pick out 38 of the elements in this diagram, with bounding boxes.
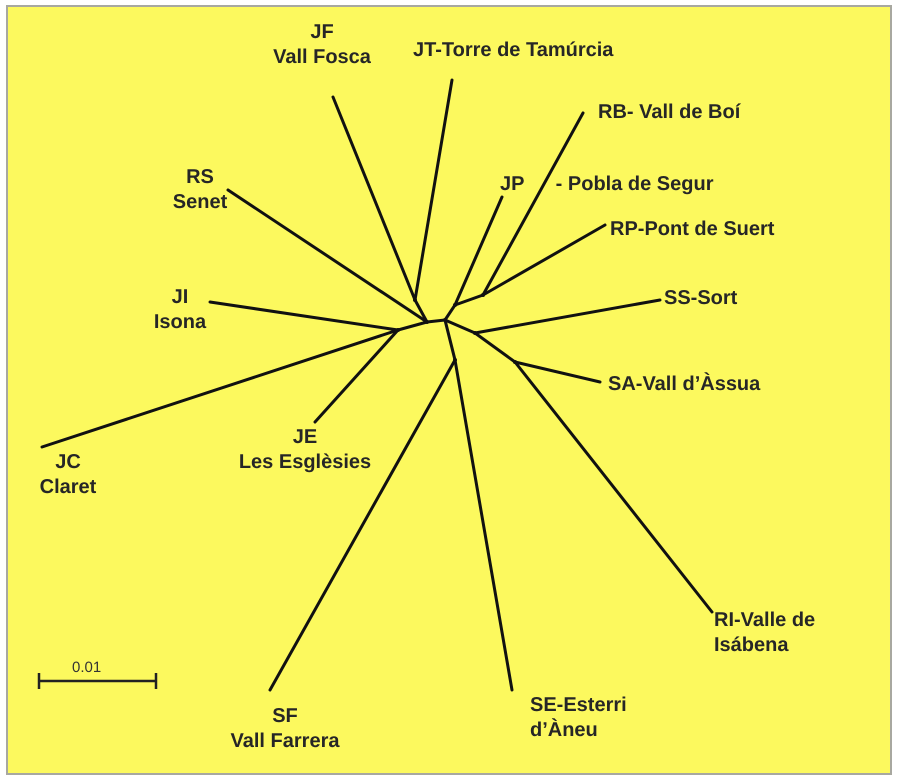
taxon-label: SS-Sort [664, 286, 738, 311]
tree-branch [268, 358, 456, 692]
taxon-label: JP - Pobla de Segur [500, 172, 714, 197]
taxon-label: JF Vall Fosca [272, 20, 372, 70]
tree-branch [208, 300, 400, 332]
taxon-label: SA-Vall d’Àssua [608, 372, 760, 397]
tree-branch [444, 304, 456, 322]
taxon-label: SE-Esterri d’Àneu [530, 693, 627, 743]
taxon-label: RP-Pont de Suert [610, 217, 774, 242]
taxon-label: JC Claret [28, 450, 108, 500]
tree-branch [314, 328, 400, 424]
tree-branch [396, 320, 428, 332]
taxon-label: JT-Torre de Tamúrcia [413, 38, 614, 63]
tree-branch [332, 96, 416, 302]
tree-branch [474, 298, 662, 334]
tree-branch [514, 360, 714, 614]
taxon-label: SF Vall Farrera [220, 704, 350, 754]
branch-node [473, 331, 477, 335]
branch-node [425, 320, 429, 324]
branch-node [413, 298, 417, 302]
tree-branch [454, 358, 514, 692]
taxon-label: RI-Valle de Isábena [714, 608, 816, 658]
taxon-label: RB- Vall de Boí [598, 100, 740, 125]
tree-branch [414, 78, 454, 302]
tree-branch [454, 294, 484, 306]
tree-branch [426, 318, 446, 324]
tree-branch [444, 318, 456, 362]
branch-node [513, 360, 517, 364]
branch-node [453, 358, 457, 362]
branch-node [481, 293, 485, 297]
tree-branch [474, 332, 516, 364]
taxon-label: RS Senet [160, 165, 240, 215]
taxon-label: JE Les Esglèsies [230, 425, 380, 475]
tree-branch [482, 224, 606, 296]
taxon-label: JI Isona [140, 285, 220, 335]
scale-label: 0.01 [72, 659, 102, 676]
branch-node [396, 328, 400, 332]
branch-node [453, 303, 457, 307]
